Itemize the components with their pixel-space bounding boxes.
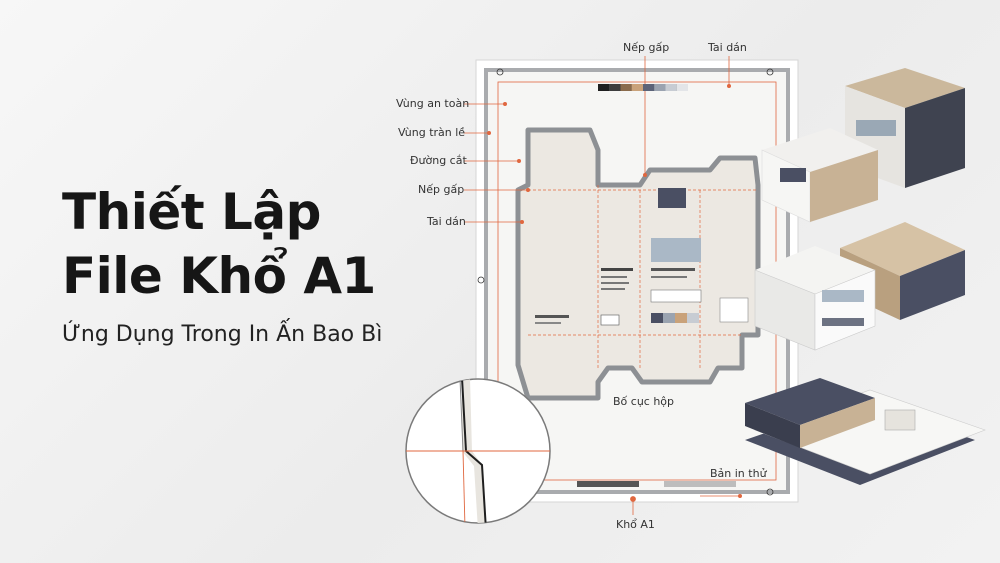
color-swatch <box>676 84 688 91</box>
label-safe-zone: Vùng an toàn <box>396 97 470 110</box>
proof-stack <box>745 378 986 485</box>
box-product-1 <box>845 68 965 188</box>
color-swatch <box>665 84 677 91</box>
color-swatch <box>598 84 610 91</box>
navy-block <box>658 188 686 208</box>
barcode <box>600 314 620 326</box>
title-line-2: File Khổ A1 <box>62 247 376 305</box>
callout-lines <box>464 56 743 515</box>
color-swatch <box>609 84 621 91</box>
bottom-color-bar <box>577 481 639 487</box>
title-block: Thiết Lập File Khổ A1 Ứng Dụng Trong In … <box>62 180 462 347</box>
color-swatch <box>643 84 655 91</box>
box-dieline <box>515 127 761 401</box>
subtitle: Ứng Dụng Trong In Ấn Bao Bì <box>62 322 383 347</box>
label-fold-left: Nếp gấp <box>418 183 465 196</box>
label-fold-top: Nếp gấp <box>623 41 670 54</box>
box-product-2 <box>761 128 878 223</box>
label-bleed-zone: Vùng tràn lề <box>398 126 466 139</box>
box-product-4 <box>754 246 876 351</box>
color-swatch <box>631 84 643 91</box>
label-glue-tab-left: Tai dán <box>427 215 466 228</box>
label-box-layout: Bố cục hộp <box>613 395 675 408</box>
image-placeholder <box>651 238 701 262</box>
title-line-1: Thiết Lập <box>62 183 321 241</box>
color-swatch <box>654 84 666 91</box>
label-a1-size: Khổ A1 <box>616 518 655 531</box>
label-cut-line: Đường cắt <box>410 154 467 167</box>
color-swatch <box>620 84 632 91</box>
zoom-detail <box>405 378 551 524</box>
label-proof-print: Bản in thử <box>710 467 767 480</box>
bottom-gray-bar <box>664 481 736 487</box>
icon-row <box>650 289 702 303</box>
label-glue-tab-top: Tai dán <box>708 41 747 54</box>
